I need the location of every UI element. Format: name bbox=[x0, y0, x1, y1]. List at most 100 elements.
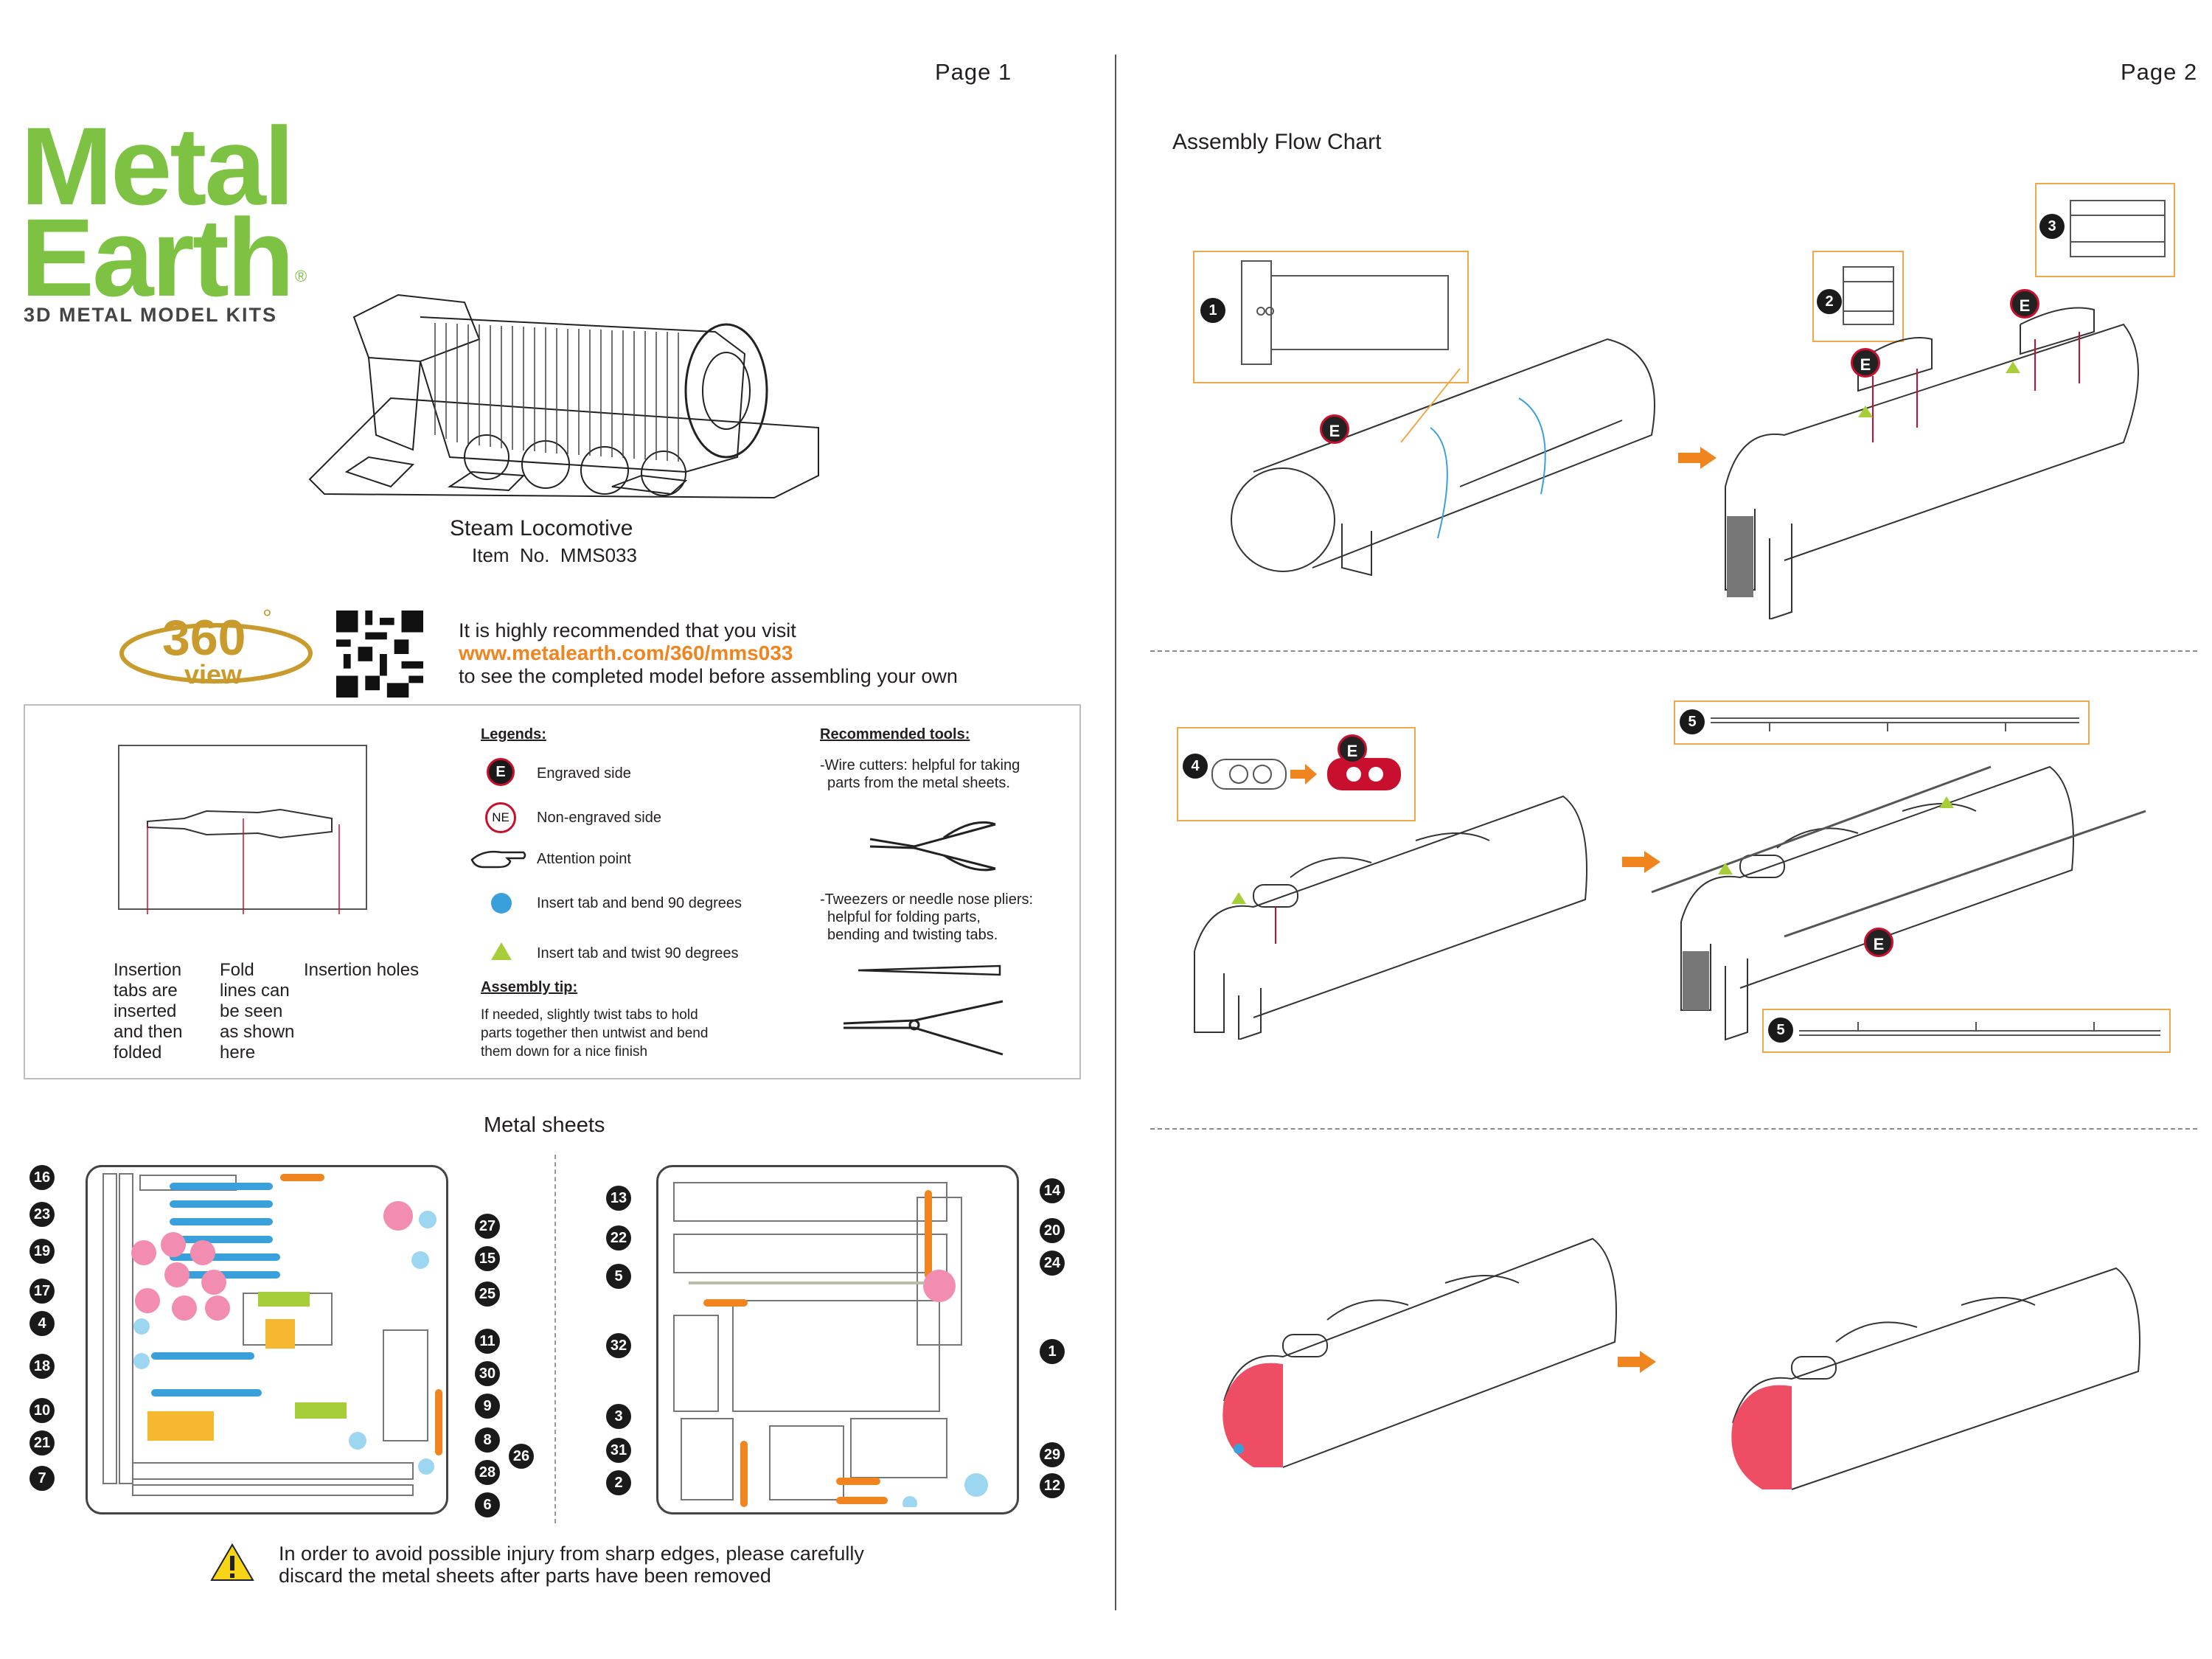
part-number: 3 bbox=[606, 1404, 631, 1429]
step-5a-rod bbox=[1711, 717, 2079, 731]
insertion-tabs-line: tabs are bbox=[114, 981, 178, 1001]
part-number: 6 bbox=[475, 1492, 500, 1517]
orange-arrow-icon bbox=[1678, 447, 1717, 469]
locomotive-drawing bbox=[308, 293, 819, 499]
part-number: 16 bbox=[29, 1165, 55, 1190]
part-number: 28 bbox=[475, 1460, 500, 1485]
insertion-tabs-line: Insertion bbox=[114, 960, 182, 980]
step-1-number: 1 bbox=[1200, 298, 1225, 323]
step-2-part bbox=[1843, 266, 1894, 325]
part-number: 4 bbox=[29, 1311, 55, 1336]
brand-line-2: Earth bbox=[21, 195, 294, 319]
model-item-number: Item No. MMS033 bbox=[472, 544, 637, 566]
boiler-step-4 bbox=[1194, 795, 1587, 1040]
green-triangle-icon bbox=[491, 942, 512, 960]
pointing-hand-icon bbox=[470, 850, 526, 869]
part-number: 1 bbox=[1040, 1339, 1065, 1364]
part-number: 32 bbox=[606, 1333, 631, 1358]
part-number: 31 bbox=[606, 1438, 631, 1463]
qr-code-icon[interactable] bbox=[336, 611, 423, 698]
view-360-ring-icon bbox=[119, 623, 313, 684]
fold-lines-line: be seen bbox=[220, 1001, 283, 1021]
part-number: 9 bbox=[475, 1394, 500, 1419]
page-divider bbox=[1115, 55, 1116, 1610]
part-number: 12 bbox=[1040, 1473, 1065, 1498]
part-number: 23 bbox=[29, 1202, 55, 1227]
registered-mark: ® bbox=[295, 267, 307, 285]
view-360-degree: ° bbox=[262, 605, 272, 631]
engraved-marker: E bbox=[1864, 928, 1893, 957]
brand-logo: Metal Earth ® 3D METAL MODEL KITS bbox=[21, 111, 330, 332]
view-360-link[interactable]: www.metalearth.com/360/mms033 bbox=[459, 641, 793, 664]
part-number: 19 bbox=[29, 1239, 55, 1264]
step-3-number: 3 bbox=[2039, 214, 2065, 239]
legend-triangle: Insert tab and twist 90 degrees bbox=[537, 945, 739, 961]
assembly-tip-line: If needed, slightly twist tabs to hold bbox=[481, 1007, 698, 1023]
view-360-badge: 360 ° view bbox=[116, 605, 316, 693]
engraved-marker: E bbox=[1851, 348, 1880, 378]
part-number: 14 bbox=[1040, 1178, 1065, 1203]
flow-chart-title: Assembly Flow Chart bbox=[1172, 130, 1382, 154]
part-number: 25 bbox=[475, 1281, 500, 1307]
insertion-diagram bbox=[118, 745, 367, 914]
insertion-tabs-line: and then bbox=[114, 1022, 183, 1042]
legend-attention: Attention point bbox=[537, 851, 631, 867]
tweezers-line: -Tweezers or needle nose pliers: bbox=[820, 891, 1034, 908]
orange-arrow-icon bbox=[1622, 851, 1660, 873]
fold-lines-line: Fold bbox=[220, 960, 254, 980]
part-number: 18 bbox=[29, 1354, 55, 1379]
part-number: 2 bbox=[606, 1470, 631, 1495]
tweezers-icon bbox=[858, 964, 1001, 976]
sheet-parts-left bbox=[102, 1173, 442, 1496]
page-1-label: Page 1 bbox=[935, 59, 1012, 85]
tweezers-line: bending and twisting tabs. bbox=[827, 927, 998, 943]
orange-arrow-icon bbox=[1618, 1351, 1656, 1373]
metal-sheet-right bbox=[656, 1165, 1019, 1514]
legend-engraved: Engraved side bbox=[537, 765, 631, 782]
boiler-step-5 bbox=[1651, 765, 2146, 1041]
boiler-step-6a bbox=[1222, 1237, 1617, 1468]
blue-dot-icon bbox=[491, 893, 512, 914]
assembly-tip-line: them down for a nice finish bbox=[481, 1044, 648, 1060]
part-number: 30 bbox=[475, 1361, 500, 1386]
engraved-marker: E bbox=[1320, 414, 1349, 444]
boiler-step-1 bbox=[1231, 338, 1655, 577]
part-number: 11 bbox=[475, 1329, 500, 1354]
section-divider-1 bbox=[1150, 650, 2197, 652]
fold-lines-caption: Fold lines can be seen as shown here bbox=[220, 960, 294, 1063]
step-1-inset bbox=[1193, 251, 1469, 383]
part-number: 5 bbox=[606, 1264, 631, 1289]
section-divider-2 bbox=[1150, 1128, 2197, 1130]
wire-cutter-icon bbox=[869, 821, 996, 872]
part-number: 20 bbox=[1040, 1218, 1065, 1243]
legend-panel bbox=[24, 704, 1081, 1079]
part-number: 29 bbox=[1040, 1442, 1065, 1467]
part-number: 22 bbox=[606, 1225, 631, 1251]
part-number: 8 bbox=[475, 1427, 500, 1453]
step-4-number: 4 bbox=[1183, 754, 1208, 779]
fold-lines-line: lines can bbox=[220, 981, 290, 1001]
step-4-part bbox=[1211, 758, 1401, 790]
part-number: 27 bbox=[475, 1214, 500, 1239]
boiler-step-6b bbox=[1731, 1267, 2140, 1490]
view-360-word: view bbox=[184, 659, 243, 689]
legends-title: Legends: bbox=[481, 726, 546, 742]
part-number: 13 bbox=[606, 1186, 631, 1211]
view-360-line-1: It is highly recommended that you visit bbox=[459, 619, 796, 641]
metal-sheets-title: Metal sheets bbox=[484, 1113, 605, 1137]
assembly-tip-line: parts together then untwist and bend bbox=[481, 1026, 709, 1041]
step-3-part bbox=[2070, 200, 2166, 257]
wire-cutters-line: -Wire cutters: helpful for taking bbox=[820, 757, 1020, 773]
assembly-tip-title: Assembly tip: bbox=[481, 979, 578, 995]
brand-tagline: 3D METAL MODEL KITS bbox=[24, 304, 278, 326]
step-2-number: 2 bbox=[1817, 289, 1842, 314]
part-number: 21 bbox=[29, 1430, 55, 1455]
part-number: 10 bbox=[29, 1398, 55, 1423]
part-number: 7 bbox=[29, 1466, 55, 1491]
step-5a-number: 5 bbox=[1680, 709, 1705, 734]
warning-icon bbox=[210, 1543, 254, 1581]
engraved-badge: E bbox=[487, 758, 515, 786]
warning-line: discard the metal sheets after parts hav… bbox=[279, 1565, 771, 1587]
tweezers-line: helpful for folding parts, bbox=[827, 909, 981, 925]
tools-title: Recommended tools: bbox=[820, 726, 970, 742]
